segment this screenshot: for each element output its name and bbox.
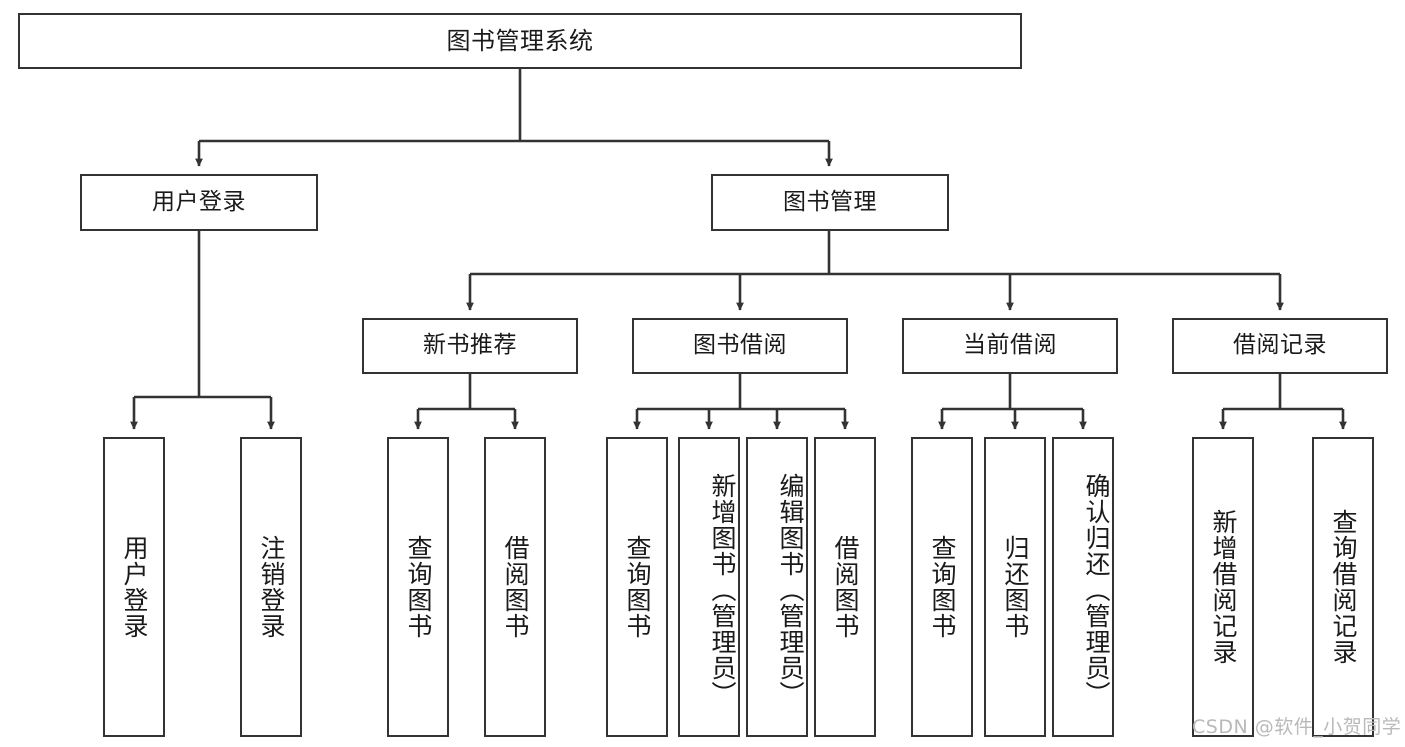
leaf-query-book-1-label: 查询图书 xyxy=(404,535,433,639)
node-borrow-record-label: 借阅记录 xyxy=(1233,332,1327,359)
leaf-query-book-2[interactable]: 查询图书 xyxy=(606,437,668,737)
leaf-return-book[interactable]: 归还图书 xyxy=(984,437,1046,737)
leaf-edit-book[interactable]: 编辑图书（管理员） xyxy=(746,437,808,737)
leaf-query-book-3[interactable]: 查询图书 xyxy=(911,437,973,737)
leaf-query-book-1[interactable]: 查询图书 xyxy=(387,437,449,737)
node-book-borrow[interactable]: 图书借阅 xyxy=(632,318,848,374)
node-book-borrow-label: 图书借阅 xyxy=(693,332,787,359)
leaf-query-borrow-record-label: 查询借阅记录 xyxy=(1329,509,1358,665)
node-user-login-label: 用户登录 xyxy=(152,188,246,215)
leaf-logout-login-label: 注销登录 xyxy=(257,535,286,639)
leaf-confirm-return[interactable]: 确认归还（管理员） xyxy=(1052,437,1114,737)
leaf-borrow-book-2[interactable]: 借阅图书 xyxy=(814,437,876,737)
node-root-system[interactable]: 图书管理系统 xyxy=(18,13,1022,69)
leaf-logout-login[interactable]: 注销登录 xyxy=(240,437,302,737)
leaf-confirm-return-label: 确认归还（管理员） xyxy=(1082,473,1111,707)
node-user-login[interactable]: 用户登录 xyxy=(80,174,318,231)
node-root-label: 图书管理系统 xyxy=(446,26,594,55)
node-new-book-recommend-label: 新书推荐 xyxy=(423,332,517,359)
node-book-management[interactable]: 图书管理 xyxy=(711,174,949,231)
leaf-borrow-book-2-label: 借阅图书 xyxy=(831,535,860,639)
leaf-add-borrow-record[interactable]: 新增借阅记录 xyxy=(1192,437,1254,737)
node-new-book-recommend[interactable]: 新书推荐 xyxy=(362,318,578,374)
node-current-borrow-label: 当前借阅 xyxy=(963,332,1057,359)
node-borrow-record[interactable]: 借阅记录 xyxy=(1172,318,1388,374)
node-book-management-label: 图书管理 xyxy=(783,188,877,215)
leaf-add-borrow-record-label: 新增借阅记录 xyxy=(1209,509,1238,665)
leaf-borrow-book-1[interactable]: 借阅图书 xyxy=(484,437,546,737)
leaf-query-book-2-label: 查询图书 xyxy=(623,535,652,639)
leaf-add-book-label: 新增图书（管理员） xyxy=(708,473,737,707)
leaf-query-book-3-label: 查询图书 xyxy=(928,535,957,639)
leaf-user-login-label: 用户登录 xyxy=(120,535,149,639)
leaf-borrow-book-1-label: 借阅图书 xyxy=(501,535,530,639)
csdn-watermark: CSDN @软件_小贺同学 xyxy=(1192,716,1402,738)
leaf-return-book-label: 归还图书 xyxy=(1001,535,1030,639)
leaf-edit-book-label: 编辑图书（管理员） xyxy=(776,473,805,707)
leaf-add-book[interactable]: 新增图书（管理员） xyxy=(678,437,740,737)
leaf-query-borrow-record[interactable]: 查询借阅记录 xyxy=(1312,437,1374,737)
node-current-borrow[interactable]: 当前借阅 xyxy=(902,318,1118,374)
leaf-user-login[interactable]: 用户登录 xyxy=(103,437,165,737)
